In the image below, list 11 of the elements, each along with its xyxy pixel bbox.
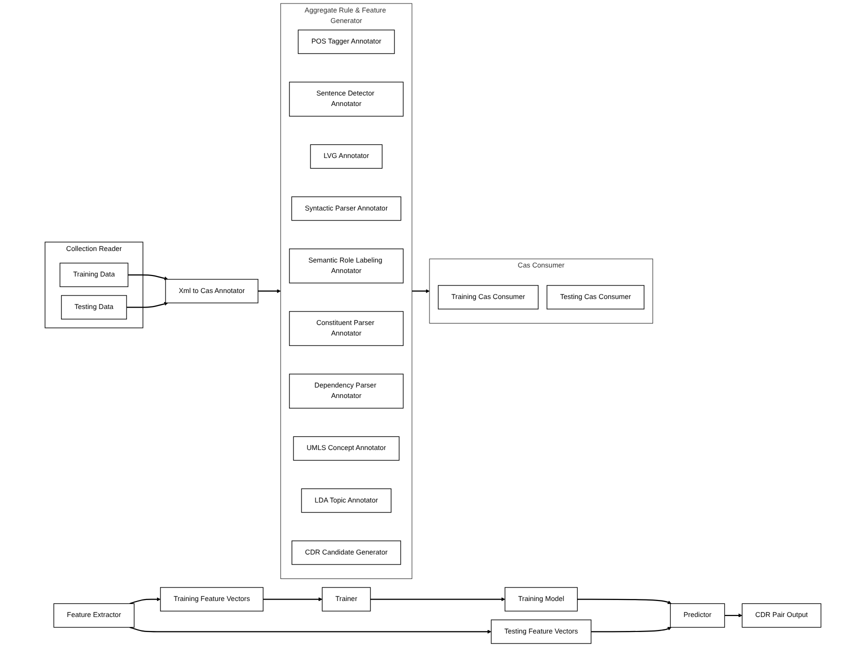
arrow (412, 289, 430, 294)
arrow (577, 598, 672, 604)
arrow (126, 302, 168, 308)
arrow (258, 289, 281, 294)
arrow (724, 614, 742, 618)
arrow (128, 274, 168, 280)
arrow (591, 626, 672, 632)
arrow (130, 597, 161, 604)
arrow (263, 597, 322, 602)
arrow (130, 626, 492, 634)
arrow (370, 597, 506, 602)
